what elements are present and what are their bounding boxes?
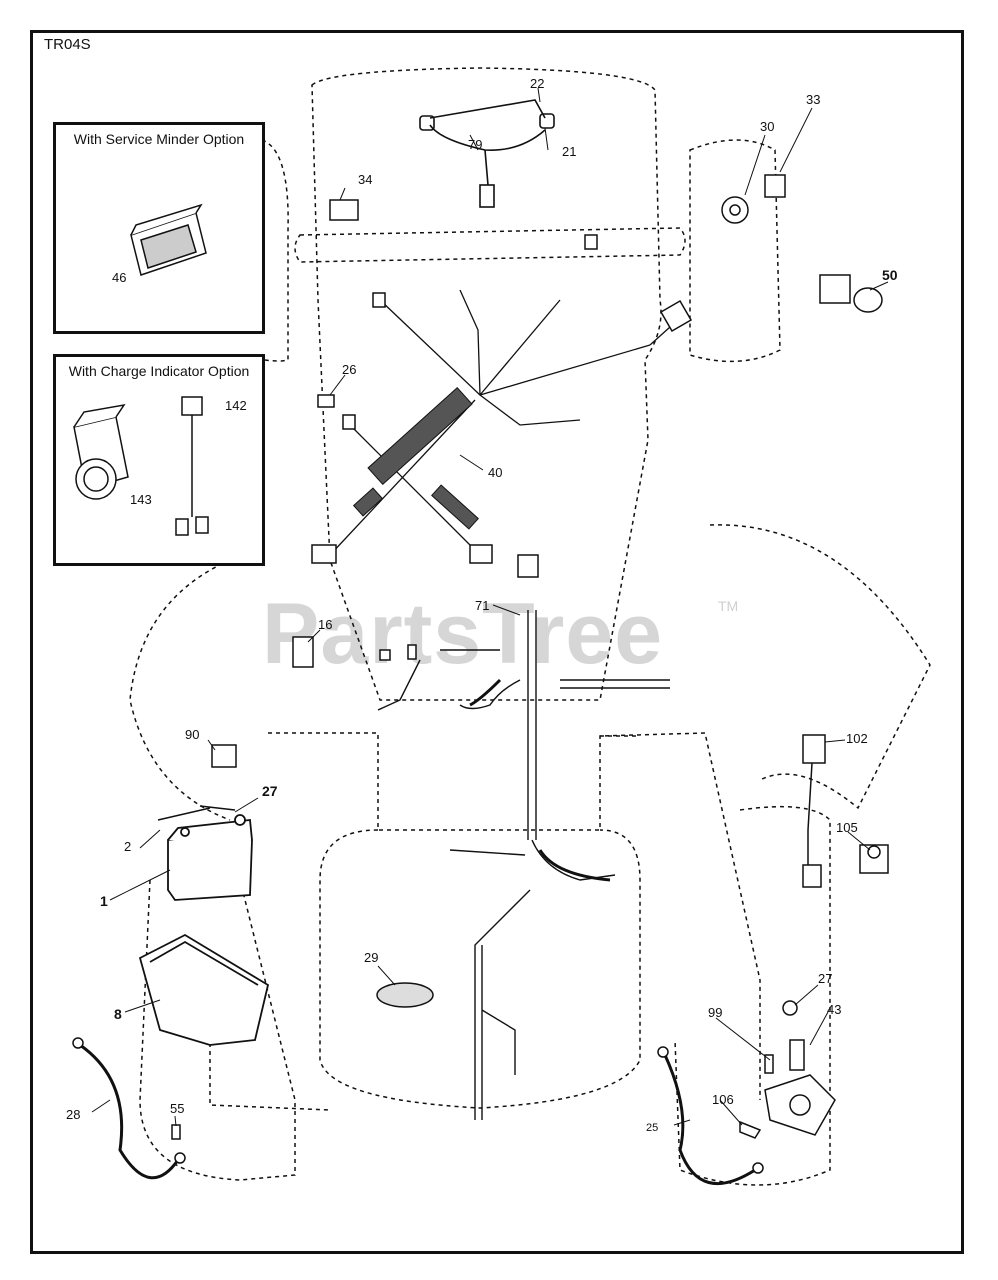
- callout-27-solenoid: 27: [818, 971, 833, 986]
- trademark: TM: [718, 598, 739, 614]
- diagram-frame: [30, 30, 964, 1254]
- dash-clip: [584, 234, 598, 250]
- main-harness-40: [329, 289, 681, 556]
- seat-switch-29: [376, 982, 434, 1008]
- callout-99: 99: [708, 1005, 723, 1020]
- callout-16: 16: [318, 617, 333, 632]
- solenoid-43: [739, 1000, 836, 1139]
- terminal-90: [211, 744, 237, 768]
- bolt-55: [171, 1124, 181, 1140]
- battery-1: [167, 814, 253, 901]
- switch-50: [819, 274, 851, 304]
- callout-8: 8: [114, 1006, 122, 1022]
- lower-harness: [474, 889, 531, 1120]
- callout-40: 40: [488, 465, 503, 480]
- relay-16: [292, 636, 314, 668]
- callout-1: 1: [100, 893, 108, 909]
- hood-outline: [311, 67, 662, 701]
- headlight-harness: [419, 99, 555, 208]
- callout-90: 90: [185, 727, 200, 742]
- sheet-code: TR04S: [44, 36, 91, 53]
- callout-29: 29: [364, 950, 379, 965]
- callout-34: 34: [358, 172, 373, 187]
- callout-30: 30: [760, 119, 775, 134]
- callout-43: 43: [827, 1002, 842, 1017]
- charge-indicator-drawing: [73, 396, 209, 536]
- callout-143: 143: [130, 492, 152, 507]
- relay-102: [802, 734, 826, 764]
- callout-46: 46: [112, 270, 127, 285]
- callout-106: 106: [712, 1092, 734, 1107]
- callout-26: 26: [342, 362, 357, 377]
- callout-55: 55: [170, 1101, 185, 1116]
- right-fender-outline: [709, 524, 931, 810]
- left-fender-outline: [129, 559, 231, 821]
- callout-25: 25: [646, 1122, 659, 1134]
- connector-71a: [517, 554, 539, 578]
- callout-22: 22: [530, 76, 545, 91]
- service-minder-drawing: [130, 203, 207, 276]
- charge-indicator-option-title: With Charge Indicator Option: [68, 363, 250, 379]
- battery-area-outline: [139, 879, 296, 1181]
- right-rear-outline: [674, 805, 831, 1186]
- frame-outline: [268, 732, 761, 1100]
- cable-25: [663, 1054, 756, 1186]
- callout-50: 50: [882, 267, 898, 283]
- callout-27-battery: 27: [262, 783, 278, 799]
- dash-panel: [294, 227, 686, 263]
- harness-71: [377, 610, 670, 881]
- callout-105: 105: [836, 820, 858, 835]
- battery-tray-8: [138, 933, 270, 1046]
- cable-28: [79, 1043, 180, 1180]
- right-console-outline: [689, 139, 781, 363]
- service-minder-option-title: With Service Minder Option: [73, 131, 245, 147]
- callout-2: 2: [124, 839, 132, 854]
- callout-28: 28: [66, 1107, 81, 1122]
- callout-79: 79: [468, 137, 483, 152]
- callout-71: 71: [475, 598, 490, 613]
- callout-33: 33: [806, 92, 821, 107]
- callout-102: 102: [846, 731, 868, 746]
- callout-21: 21: [562, 144, 577, 159]
- hour-meter-34: [329, 199, 359, 221]
- callout-142: 142: [225, 398, 247, 413]
- watermark: PartsTree: [262, 586, 664, 682]
- service-minder-option-box: With Service Minder Option: [53, 122, 265, 334]
- charge-indicator-option-box: With Charge Indicator Option: [53, 354, 265, 566]
- switch-33: [764, 174, 786, 198]
